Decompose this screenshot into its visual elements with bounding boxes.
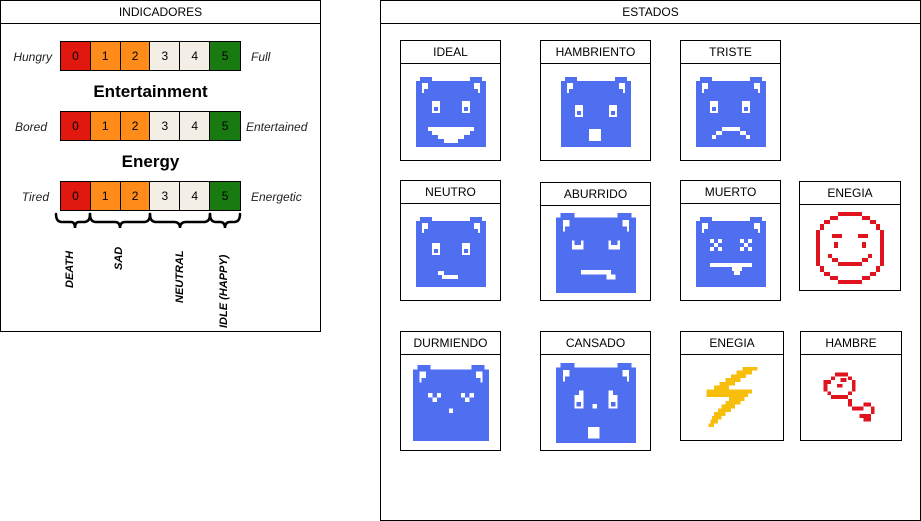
state-card-triste: TRISTE: [680, 40, 781, 161]
brace-death: [54, 212, 92, 229]
scale-cell-5: 5: [210, 42, 240, 70]
state-card-aburrido: ABURRIDO: [540, 182, 651, 301]
scale-cell-1: 1: [90, 182, 121, 210]
entertainment-heading: Entertainment: [93, 82, 208, 101]
scale-cell-0: 0: [61, 42, 91, 70]
tired-label: Tired: [21, 190, 49, 204]
state-label: HAMBRIENTO: [541, 41, 650, 64]
death-group-label: DEATH: [64, 250, 76, 288]
brace-sad: [88, 212, 152, 229]
neutral-group-label: NEUTRAL: [174, 250, 186, 303]
scale-cell-3: 3: [150, 182, 181, 210]
state-card-enegia-lightning: ENEGIA: [680, 331, 784, 441]
energy-heading: Energy: [121, 152, 180, 171]
scale-cell-1: 1: [90, 112, 121, 140]
energy-scale: 0 1 2 3 4 5: [60, 181, 241, 211]
scale-cell-4: 4: [180, 42, 211, 70]
scale-cell-2: 2: [120, 42, 151, 70]
states-title: ESTADOS: [381, 1, 920, 24]
scale-cell-5: 5: [210, 112, 240, 140]
state-label: ENEGIA: [681, 332, 783, 355]
state-label: IDEAL: [401, 41, 500, 64]
state-label: MUERTO: [681, 181, 780, 204]
state-card-muerto: MUERTO: [680, 180, 781, 301]
scale-cell-3: 3: [150, 42, 181, 70]
energetic-label: Energetic: [251, 190, 302, 204]
idle-group-label: IDLE (HAPPY): [218, 254, 230, 328]
scale-cell-1: 1: [90, 42, 121, 70]
sad-face-icon: [695, 77, 766, 147]
hungry-label: Hungry: [13, 50, 52, 64]
scale-cell-3: 3: [150, 112, 181, 140]
hunger-scale: 0 1 2 3 4 5: [60, 41, 241, 71]
state-label: NEUTRO: [401, 181, 500, 204]
state-label: ABURRIDO: [541, 183, 650, 206]
brace-idle: [208, 212, 242, 229]
dead-face-icon: [695, 217, 766, 287]
scale-cell-4: 4: [180, 112, 211, 140]
state-label: CANSADO: [541, 332, 650, 355]
state-card-hambre: HAMBRE: [800, 331, 902, 441]
candy-icon: [823, 372, 875, 422]
scale-cell-0: 0: [61, 112, 91, 140]
scale-cell-4: 4: [180, 182, 211, 210]
state-card-hambriento: HAMBRIENTO: [540, 40, 651, 161]
state-label: TRISTE: [681, 41, 780, 64]
scale-cell-2: 2: [120, 112, 151, 140]
scale-cell-5: 5: [210, 182, 240, 210]
state-card-enegia-smiley: ENEGIA: [799, 181, 901, 291]
scale-cell-0: 0: [61, 182, 91, 210]
entertainment-scale: 0 1 2 3 4 5: [60, 111, 241, 141]
full-label: Full: [251, 50, 271, 64]
entertained-label: Entertained: [246, 120, 308, 134]
state-card-durmiendo: DURMIENDO: [400, 331, 501, 451]
tired-face-icon: [555, 362, 636, 443]
state-card-neutro: NEUTRO: [400, 180, 501, 301]
bored-label: Bored: [14, 120, 47, 134]
lightning-icon: [706, 366, 758, 427]
grouping-braces: [54, 212, 242, 229]
ideal-face-icon: [415, 77, 486, 147]
hungry-face-icon: [560, 77, 631, 147]
state-label: HAMBRE: [801, 332, 901, 355]
state-label: DURMIENDO: [401, 332, 500, 355]
bored-face-icon: [555, 213, 636, 293]
sad-group-label: SAD: [113, 246, 125, 270]
state-card-cansado: CANSADO: [540, 331, 651, 451]
smiley-icon: [816, 211, 884, 284]
indicators-title: INDICADORES: [1, 1, 320, 24]
brace-neutral: [148, 212, 212, 229]
state-card-ideal: IDEAL: [400, 40, 501, 161]
state-label: ENEGIA: [800, 182, 900, 205]
neutral-face-icon: [415, 217, 486, 287]
scale-cell-2: 2: [120, 182, 151, 210]
sleeping-face-icon: [412, 364, 489, 441]
